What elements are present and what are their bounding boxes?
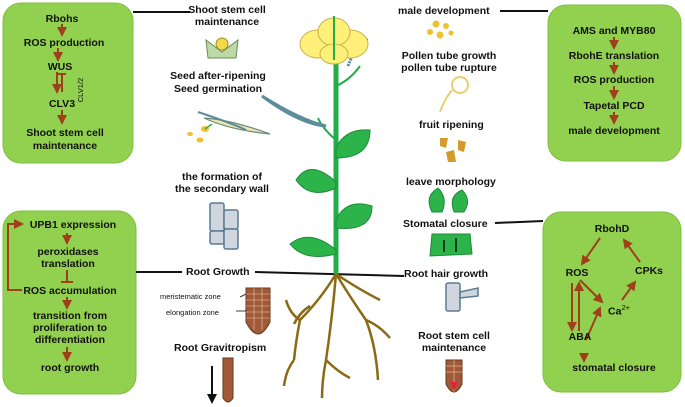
br-ca-sup: 2+ bbox=[621, 303, 630, 312]
pollen-tube-icon bbox=[439, 76, 469, 113]
leaf-morphology-icon bbox=[428, 187, 468, 213]
leaf bbox=[335, 203, 373, 230]
top-left-arrows bbox=[52, 24, 67, 125]
root-stem-cell-icon bbox=[445, 359, 463, 393]
tr-ros-production: ROS production bbox=[573, 74, 655, 86]
c-pollen-1: Pollen tube growth bbox=[401, 50, 497, 62]
root-hair-icon bbox=[445, 282, 479, 312]
bottom-left-arrows bbox=[7, 219, 73, 362]
c-shoot-stem-2: maintenance bbox=[194, 16, 260, 28]
bottom-right-arrows bbox=[567, 237, 641, 363]
c-shoot-stem-1: Shoot stem cell bbox=[188, 4, 266, 16]
br-ros: ROS bbox=[565, 267, 589, 279]
bl-transition-2: proliferation to bbox=[32, 322, 108, 334]
leaf bbox=[295, 169, 337, 193]
seed-pod bbox=[261, 94, 327, 128]
br-cpks: CPKs bbox=[634, 265, 663, 277]
br-aba: ABA bbox=[568, 331, 592, 343]
c-root-stem-2: maintenance bbox=[421, 342, 487, 354]
bl-ros-accumulation: ROS accumulation bbox=[23, 285, 117, 297]
c-elongation-zone: elongation zone bbox=[166, 308, 219, 317]
c-secondary-2: the secondary wall bbox=[175, 183, 269, 195]
c-leave-morphology: leave morphology bbox=[406, 176, 496, 188]
root-tip-zones-icon bbox=[236, 287, 271, 335]
bl-transition-1: transition from bbox=[32, 310, 108, 322]
tl-wus: WUS bbox=[47, 61, 73, 73]
c-fruit-ripening: fruit ripening bbox=[419, 119, 484, 131]
pollen-grains-icon bbox=[427, 20, 454, 39]
c-seed-1: Seed after-ripening bbox=[170, 70, 266, 82]
gravitropism-icon bbox=[207, 357, 234, 404]
bl-peroxidases-1: peroxidases bbox=[37, 246, 99, 258]
c-root-gravitropism: Root Gravitropism bbox=[174, 342, 267, 354]
c-secondary-1: the formation of bbox=[182, 171, 262, 183]
c-stomatal-closure: Stomatal closure bbox=[403, 218, 488, 230]
c-root-stem-1: Root stem cell bbox=[418, 330, 490, 342]
fruit-ripening-icon bbox=[440, 138, 466, 162]
shoot-apex-icon bbox=[205, 37, 239, 59]
seed-icons bbox=[187, 111, 271, 143]
connector-root-growth bbox=[254, 271, 405, 277]
secondary-wall-cells-icon bbox=[209, 202, 239, 250]
box-top-right bbox=[547, 4, 682, 162]
flower bbox=[299, 16, 369, 65]
c-root-hair-growth: Root hair growth bbox=[404, 268, 488, 280]
bl-peroxidases-2: translation bbox=[41, 258, 95, 270]
br-rbohd: RbohD bbox=[594, 223, 630, 235]
br-stomatal-closure: stomatal closure bbox=[572, 362, 656, 374]
tr-ams-myb80: AMS and MYB80 bbox=[572, 25, 656, 37]
tl-shoot-line1: Shoot stem cell bbox=[26, 127, 104, 139]
stomata-leaf-icon bbox=[429, 233, 473, 257]
c-seed-2: Seed germination bbox=[173, 83, 263, 95]
tl-clv3: CLV3 bbox=[48, 98, 76, 110]
tr-male-development: male development bbox=[568, 125, 660, 137]
bl-transition-3: differentiation bbox=[35, 334, 105, 346]
bl-upb1: UPB1 expression bbox=[29, 219, 117, 231]
tl-shoot-line2: maintenance bbox=[32, 140, 98, 152]
tr-tapetal-pcd: Tapetal PCD bbox=[583, 100, 645, 112]
tr-rbohe: RbohE translation bbox=[568, 50, 660, 62]
box-bottom-right bbox=[542, 211, 682, 393]
c-male-development: male development bbox=[398, 5, 490, 17]
c-pollen-2: pollen tube rupture bbox=[401, 62, 497, 74]
tl-ros-production: ROS production bbox=[23, 37, 105, 49]
plant-roots bbox=[282, 272, 391, 399]
connector-bottom-right bbox=[494, 220, 544, 224]
box-top-left bbox=[2, 2, 134, 164]
leaf bbox=[289, 236, 337, 257]
tl-rbohs: Rbohs bbox=[45, 13, 79, 25]
bl-root-growth: root growth bbox=[40, 362, 100, 374]
c-root-growth: Root Growth bbox=[186, 266, 250, 278]
br-calcium: Ca2+ bbox=[604, 302, 634, 318]
plant-illustration bbox=[261, 16, 391, 399]
br-ca: Ca bbox=[608, 305, 622, 318]
leaf bbox=[335, 129, 371, 159]
c-meristematic-zone: meristematic zone bbox=[160, 292, 221, 301]
